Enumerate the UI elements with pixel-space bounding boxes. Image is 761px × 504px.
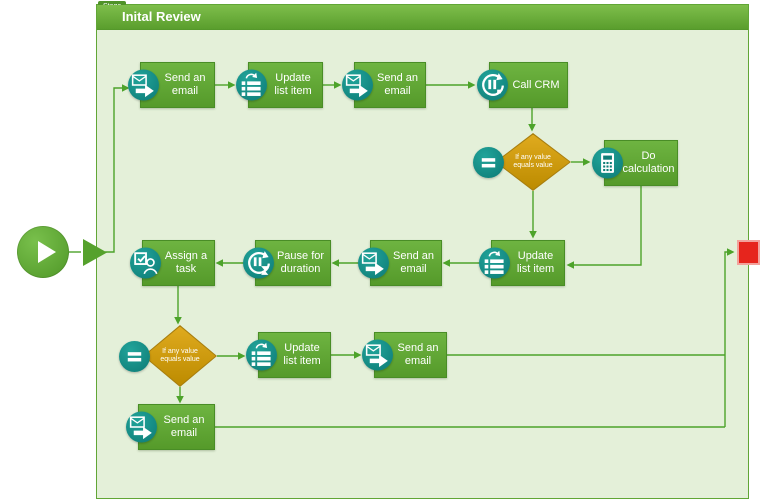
equals-icon-circle <box>118 340 150 372</box>
send-email-icon <box>129 416 152 440</box>
task-label: Pause for duration <box>276 250 325 275</box>
task-do-calculation[interactable]: Do calculation <box>592 140 678 186</box>
update-list-icon <box>484 250 504 274</box>
play-icon <box>38 241 56 263</box>
pause-duration-icon-circle <box>243 247 274 279</box>
condition-if-value-equals-1[interactable]: If any value equals value <box>495 133 571 191</box>
task-label: Send an email <box>163 414 205 439</box>
task-label: Send an email <box>397 342 439 367</box>
task-label: Do calculation <box>622 150 675 175</box>
condition-label: If any value equals value <box>513 153 553 170</box>
task-assign-a-task[interactable]: Assign a task <box>130 240 215 286</box>
update-list-icon <box>251 342 271 366</box>
equals-icon <box>127 351 141 361</box>
task-label: Assign a task <box>164 250 208 275</box>
wire-pause-to-assign-task-arrowhead <box>215 259 223 267</box>
wire-collector-to-end <box>724 251 727 427</box>
pause-duration-icon <box>248 251 270 275</box>
wire-condition-1-to-update-2-arrowhead <box>529 231 537 239</box>
task-call-crm[interactable]: Call CRM <box>477 62 568 108</box>
task-label: Send an email <box>377 72 418 97</box>
task-label: Update list item <box>283 342 321 367</box>
send-email-icon <box>365 344 388 368</box>
call-service-icon-circle <box>477 69 508 101</box>
wire-send-email-1-to-update-1-arrowhead <box>228 81 236 89</box>
send-email-icon-circle <box>128 69 159 101</box>
wire-assign-task-to-condition-2-arrowhead <box>174 317 182 325</box>
send-email-icon <box>361 252 384 276</box>
task-update-list-item-2[interactable]: Update list item <box>479 240 565 286</box>
wire-entry-to-send-email-1 <box>105 87 122 253</box>
wire-update-1-to-send-email-2-arrowhead <box>334 81 342 89</box>
wire-do-calculation-to-update-2 <box>574 186 642 266</box>
calculator-icon-circle <box>592 147 623 179</box>
send-email-icon-circle <box>126 411 157 443</box>
task-send-email-3[interactable]: Send an email <box>358 240 442 286</box>
wire-condition-1-to-do-calculation-arrowhead <box>583 158 591 166</box>
stage-header[interactable]: Inital Review <box>97 5 748 30</box>
wire-send-email-3-to-pause-arrowhead <box>331 259 339 267</box>
wire-condition-2-to-send-email-5-arrowhead <box>176 396 184 404</box>
task-label: Send an email <box>393 250 434 275</box>
start-node[interactable] <box>17 226 69 278</box>
task-pause-for-duration[interactable]: Pause for duration <box>243 240 331 286</box>
task-send-email-1[interactable]: Send an email <box>128 62 215 108</box>
send-email-icon-circle <box>342 69 373 101</box>
calculator-icon <box>601 153 615 173</box>
end-node[interactable] <box>737 240 760 265</box>
task-send-email-2[interactable]: Send an email <box>342 62 426 108</box>
wire-update-3-to-send-email-4-arrowhead <box>354 351 362 359</box>
entry-arrowhead-icon <box>83 239 107 266</box>
task-label: Update list item <box>274 72 312 97</box>
assign-task-icon-circle <box>130 247 161 279</box>
wire-collector-to-end-arrowhead <box>727 248 735 256</box>
stage-entry-arrow <box>83 239 107 266</box>
task-label: Call CRM <box>512 78 560 91</box>
wire-send-email-2-to-call-crm-arrowhead <box>468 81 476 89</box>
send-email-icon <box>345 74 368 98</box>
stage-title: Inital Review <box>122 9 201 24</box>
task-label: Send an email <box>164 72 206 97</box>
task-label: Update list item <box>516 250 555 275</box>
update-list-icon-circle <box>246 339 277 371</box>
condition-if-value-equals-2[interactable]: If any value equals value <box>143 325 217 387</box>
condition-label: If any value equals value <box>160 347 200 364</box>
wire-do-calculation-to-update-2-arrowhead <box>566 261 574 269</box>
task-send-email-4[interactable]: Send an email <box>362 332 447 378</box>
update-list-icon-circle <box>479 247 510 279</box>
wire-update-2-to-send-email-3-arrowhead <box>442 259 450 267</box>
task-update-list-item-3[interactable]: Update list item <box>246 332 331 378</box>
send-email-icon-circle <box>358 247 389 279</box>
task-send-email-5[interactable]: Send an email <box>126 404 215 450</box>
wire-call-crm-to-condition-1-arrowhead <box>528 124 536 132</box>
update-list-icon <box>241 72 261 96</box>
equals-icon <box>481 157 495 167</box>
wire-entry-to-send-email-1-arrowhead <box>122 84 130 92</box>
equals-icon-circle <box>472 146 504 178</box>
send-email-icon-circle <box>362 339 393 371</box>
call-service-icon <box>482 73 504 96</box>
update-list-icon-circle <box>236 69 267 101</box>
wire-condition-2-to-update-3-arrowhead <box>238 352 246 360</box>
send-email-icon <box>131 74 154 98</box>
task-update-list-item-1[interactable]: Update list item <box>236 62 323 108</box>
assign-task-icon <box>134 252 158 275</box>
